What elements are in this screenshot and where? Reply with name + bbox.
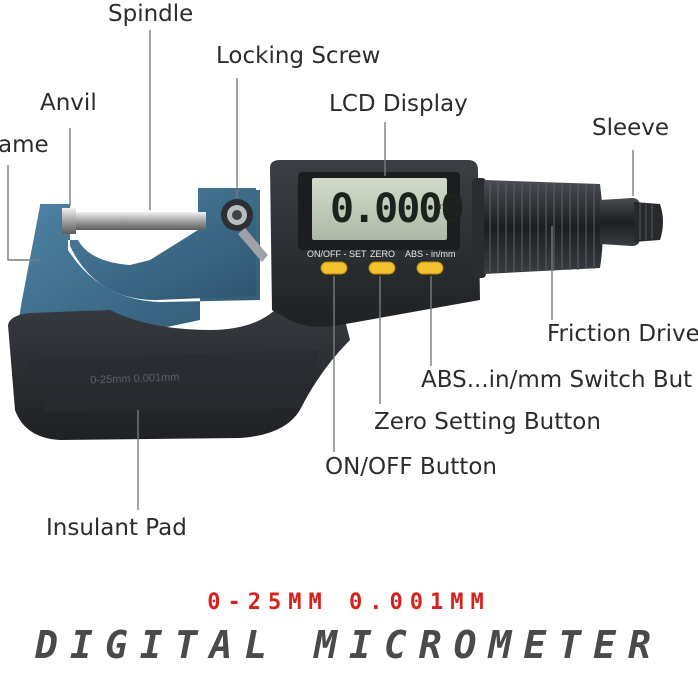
label-friction-drive: Friction Drive [547, 321, 698, 347]
leader-lines [7, 30, 634, 510]
label-lcd-display: LCD Display [329, 91, 468, 117]
label-spindle: Spindle [108, 1, 194, 27]
product-title: DIGITAL MICROMETER [35, 623, 663, 667]
label-insulant-pad: Insulant Pad [46, 515, 187, 541]
label-frame: ame [0, 132, 49, 158]
button-label-on-off-set: ON/OFF - SET [307, 249, 367, 259]
friction-drive-base [472, 178, 486, 278]
zero-button [368, 261, 396, 275]
knurl-lines [489, 182, 595, 272]
spec-caption: 0-25MM 0.001MM [207, 590, 491, 615]
abs-button [416, 261, 444, 275]
button-label-zero: ZERO [370, 249, 396, 259]
on-off-button [320, 261, 348, 275]
frame-leader [7, 165, 40, 261]
lcd-unit: in [438, 202, 445, 211]
anvil [62, 208, 76, 234]
insulant-pad [25, 350, 320, 412]
button-label-abs: ABS - in/mm [405, 249, 456, 259]
lcd-reading: 0.0000 [330, 186, 465, 232]
spindle [76, 212, 206, 230]
locking-lever [238, 228, 268, 262]
frame-engraving: 0-25mm 0.001mm [90, 371, 180, 386]
label-on-off: ON/OFF Button [325, 454, 497, 480]
label-locking-screw: Locking Screw [216, 43, 381, 69]
label-sleeve: Sleeve [592, 115, 670, 141]
label-zero-setting: Zero Setting Button [374, 409, 601, 435]
label-abs-switch: ABS...in/mm Switch But [421, 367, 693, 393]
sleeve-end [634, 202, 663, 242]
friction-drive [484, 180, 603, 274]
label-anvil: Anvil [40, 90, 97, 116]
sleeve [600, 198, 640, 246]
lcd-screen [312, 178, 447, 240]
